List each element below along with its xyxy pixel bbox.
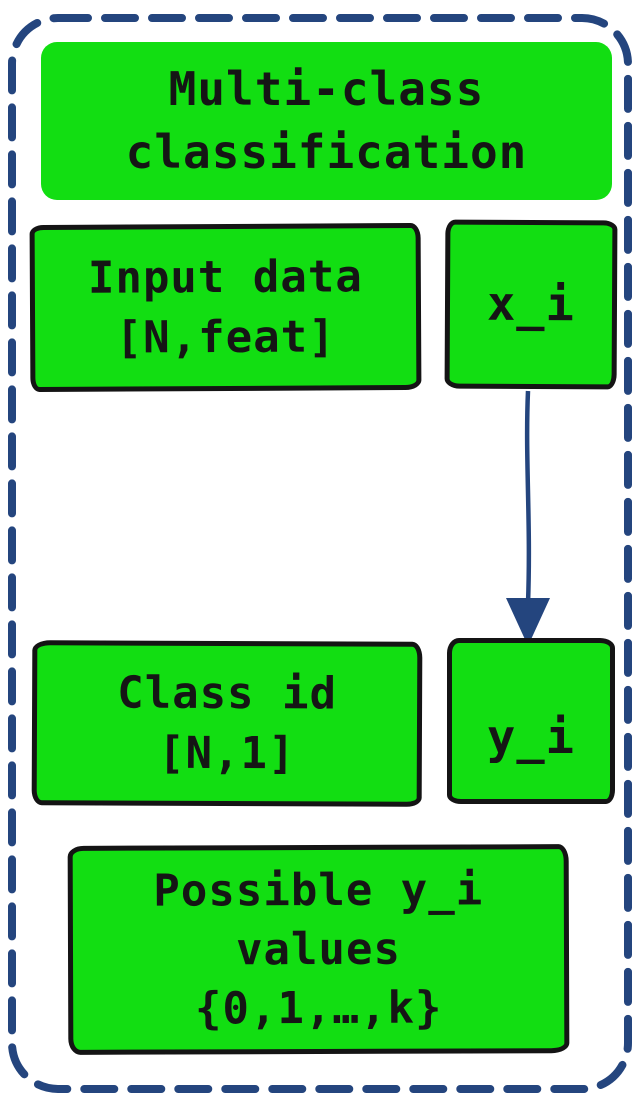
node-label-line: Possible y_i — [153, 864, 484, 917]
node-input-data: Input data [N,feat] — [29, 222, 422, 393]
node-label: x_i — [486, 276, 576, 332]
node-label: y_i — [487, 710, 575, 765]
title-line: classification — [125, 125, 528, 179]
node-x-i: x_i — [444, 219, 618, 390]
node-label-line: Class id — [117, 667, 338, 719]
node-y-i: y_i — [447, 638, 615, 804]
node-label-line: {0,1,…,k} — [194, 982, 443, 1035]
arrow-x-to-y — [524, 390, 532, 605]
node-possible-y-values: Possible y_i values {0,1,…,k} — [67, 844, 570, 1055]
node-class-id: Class id [N,1] — [31, 640, 423, 807]
node-label-line: [N,feat] — [115, 310, 336, 364]
node-label-line: Input data — [87, 250, 363, 304]
node-label-line: values — [235, 923, 402, 976]
title-line: Multi-class — [168, 62, 485, 116]
node-multiclass-classification: Multi-class classification — [41, 42, 612, 200]
node-label-line: [N,1] — [158, 727, 296, 779]
